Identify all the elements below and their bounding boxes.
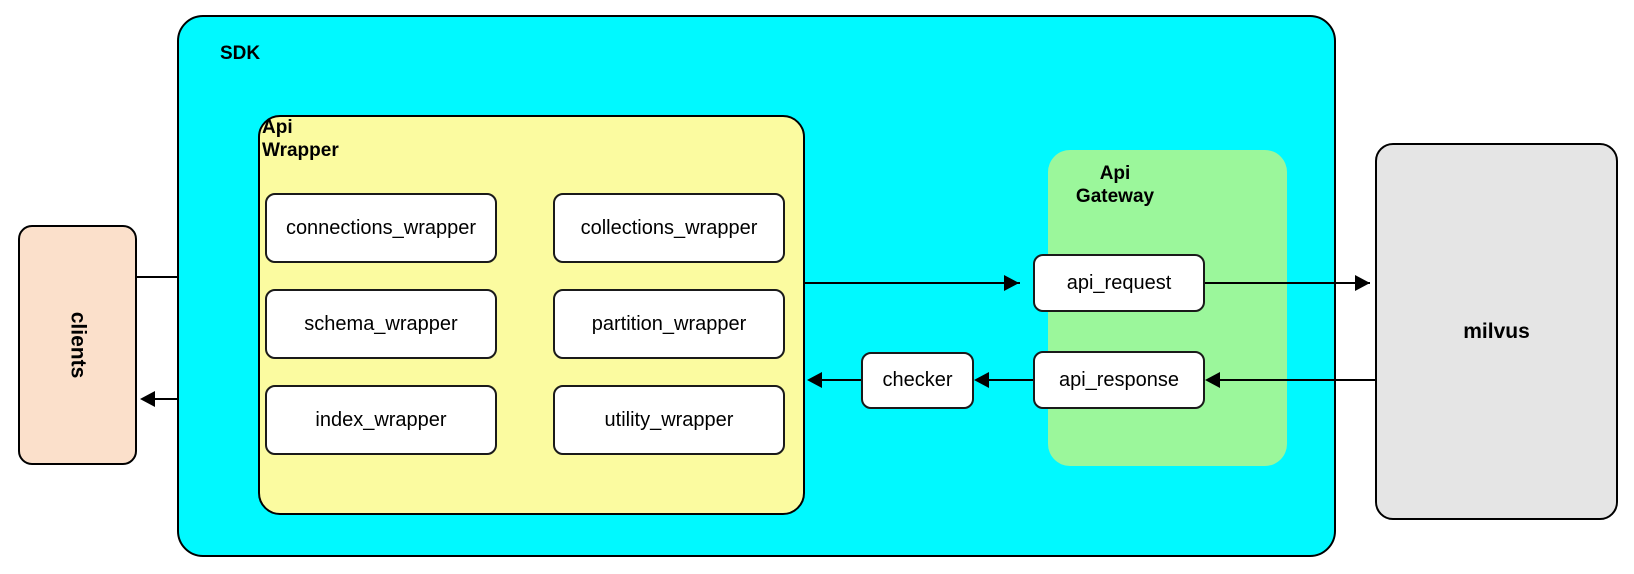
edge-milvus-to-api-response-arrowhead <box>1205 372 1220 388</box>
milvus-box[interactable]: milvus <box>1375 143 1618 520</box>
edge-api-request-to-milvus <box>1205 282 1370 284</box>
clients-label: clients <box>66 311 90 379</box>
edge-checker-to-api-wrapper <box>822 379 861 381</box>
edge-api-request-to-milvus-arrowhead <box>1355 275 1370 291</box>
api-request-box[interactable]: api_request <box>1033 254 1205 312</box>
module-partition-wrapper[interactable]: partition_wrapper <box>553 289 785 359</box>
api-wrapper-title: Api Wrapper <box>262 117 339 162</box>
module-connections-wrapper[interactable]: connections_wrapper <box>265 193 497 263</box>
module-schema-wrapper[interactable]: schema_wrapper <box>265 289 497 359</box>
api-response-box[interactable]: api_response <box>1033 351 1205 409</box>
edge-api-response-to-checker <box>984 379 1033 381</box>
checker-box[interactable]: checker <box>861 352 974 409</box>
edge-api-wrapper-to-api-request-arrowhead <box>1004 275 1019 291</box>
edge-milvus-to-api-response <box>1215 379 1375 381</box>
sdk-title: SDK <box>220 43 261 64</box>
edge-checker-to-api-wrapper-arrowhead <box>807 372 822 388</box>
api-gateway-title: Api Gateway <box>1075 163 1155 208</box>
edge-api-wrapper-to-clients-arrowhead <box>140 391 155 407</box>
clients-box[interactable]: clients <box>18 225 137 465</box>
module-collections-wrapper[interactable]: collections_wrapper <box>553 193 785 263</box>
edge-api-response-to-checker-arrowhead <box>974 372 989 388</box>
module-index-wrapper[interactable]: index_wrapper <box>265 385 497 455</box>
module-utility-wrapper[interactable]: utility_wrapper <box>553 385 785 455</box>
edge-api-wrapper-to-api-request <box>805 282 1020 284</box>
